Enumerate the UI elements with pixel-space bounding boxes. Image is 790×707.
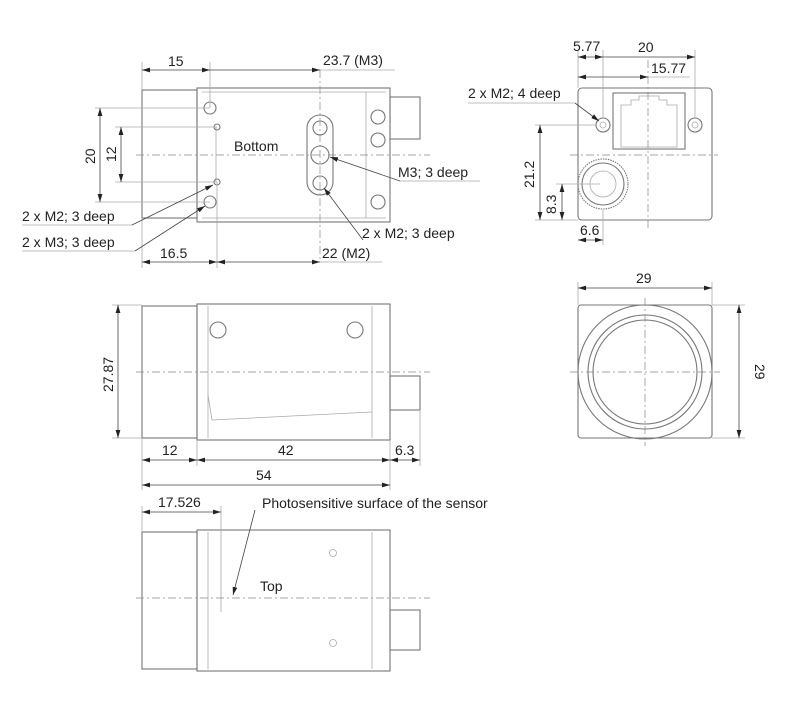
callout-m2-4deep: 2 x M2; 4 deep xyxy=(468,85,561,101)
dim-22: 22 (M2) xyxy=(322,245,370,261)
dim-23-7: 23.7 (M3) xyxy=(323,52,383,68)
dim-12-side: 12 xyxy=(162,442,178,458)
dim-15-77: 15.77 xyxy=(651,60,686,76)
dim-54: 54 xyxy=(256,467,272,483)
dim-17-526: 17.526 xyxy=(158,494,201,510)
side-view: 27.87 12 42 6.3 54 xyxy=(100,303,430,490)
dim-6-6: 6.6 xyxy=(580,222,600,238)
bottom-view-label: Bottom xyxy=(234,138,278,154)
dim-21-2: 21.2 xyxy=(521,161,537,188)
dim-20-back: 20 xyxy=(638,39,654,55)
top-view-label: Top xyxy=(260,578,283,594)
dim-8-3: 8.3 xyxy=(543,194,559,214)
callout-m3-3deep-left: 2 x M3; 3 deep xyxy=(22,234,115,250)
dim-6-3: 6.3 xyxy=(395,442,415,458)
dim-5-77: 5.77 xyxy=(573,38,600,54)
callout-m2-3deep-left: 2 x M2; 3 deep xyxy=(22,208,115,224)
back-view: 5.77 20 15.77 21.2 8.3 6.6 2 x M2; 4 dee… xyxy=(468,38,718,245)
callout-m2-3deep-right: 2 x M2; 3 deep xyxy=(362,225,455,241)
callout-m3-3deep: M3; 3 deep xyxy=(398,164,468,180)
callout-sensor-surface: Photosensitive surface of the sensor xyxy=(262,495,488,511)
dim-27-87: 27.87 xyxy=(100,357,116,392)
top-view: 17.526 Photosensitive surface of the sen… xyxy=(136,494,488,672)
dim-16-5: 16.5 xyxy=(160,245,187,261)
dim-42: 42 xyxy=(278,442,294,458)
dim-20: 20 xyxy=(82,148,98,164)
dim-29-width: 29 xyxy=(636,270,652,286)
front-view: 29 29 xyxy=(570,270,768,446)
dim-15: 15 xyxy=(168,53,184,69)
bottom-view: 15 23.7 (M3) 16.5 22 (M2) 20 12 Bottom M… xyxy=(22,52,480,268)
dim-29-height: 29 xyxy=(752,364,768,380)
dim-12: 12 xyxy=(103,146,119,162)
